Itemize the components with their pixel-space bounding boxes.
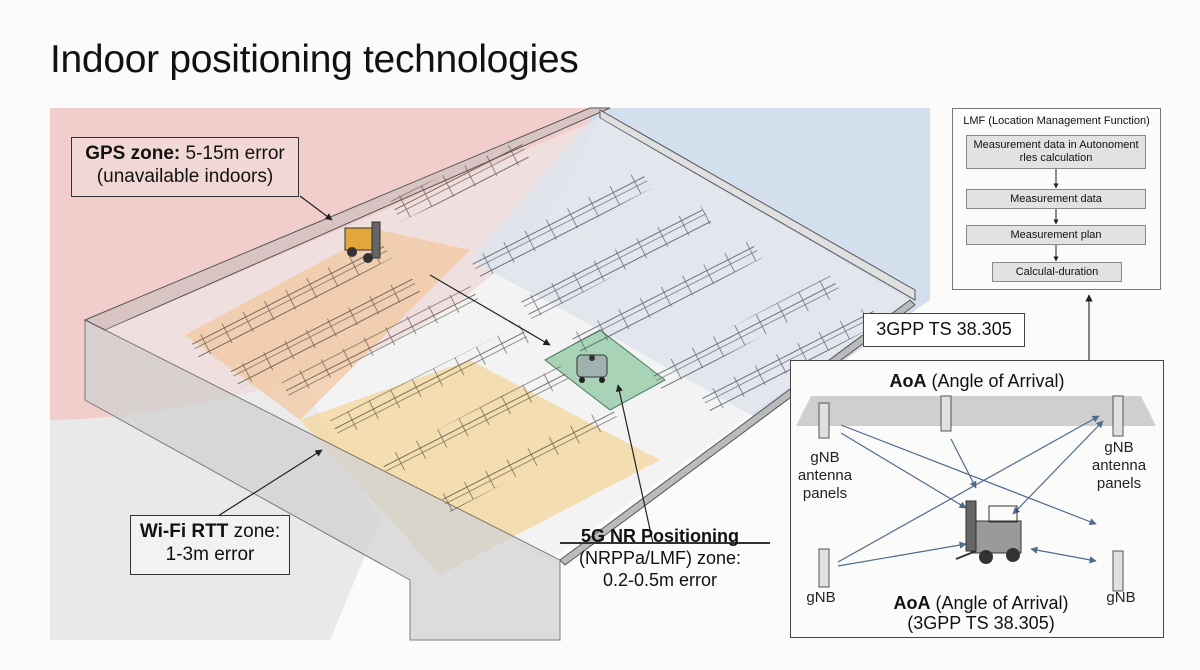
lmf-step-1: Measurement data in Autonoment rles calc… <box>966 135 1146 169</box>
front-wall <box>84 319 561 641</box>
ceiling-plane <box>796 396 1156 426</box>
lmf-flow-box: LMF (Location Management Function) Measu… <box>952 108 1161 290</box>
nr-callout-arrow <box>615 384 654 544</box>
nr-callout-rule <box>560 542 770 544</box>
aoa-ray <box>950 438 977 489</box>
robot-icon <box>576 354 608 383</box>
forklift-icon <box>344 221 381 263</box>
spec-tag: 3GPP TS 38.305 <box>863 313 1025 347</box>
lmf-step-2: Measurement data <box>966 189 1146 209</box>
gnb-panel-top-right <box>1112 395 1124 437</box>
aoa-title: AoA (Angle of Arrival) <box>889 371 1065 391</box>
wifi-zone-callout: Wi-Fi RTT zone: 1-3m error <box>130 515 290 575</box>
gps-to-nr-arrow <box>429 274 551 346</box>
shelving-rows-wifi <box>280 285 620 512</box>
aoa-ray <box>1030 546 1097 564</box>
gps-zone-callout: GPS zone: 5-15m error (unavailable indoo… <box>71 137 299 197</box>
gps-zone-label: GPS zone: <box>85 143 181 164</box>
forklift-icon <box>955 500 1022 564</box>
gnb-label-top-right: gNB antenna panels <box>1091 439 1147 492</box>
gnb-label-bottom-left: gNB <box>806 589 836 606</box>
aoa-ray <box>837 541 967 567</box>
aoa-caption: AoA (Angle of Arrival) (3GPP TS 38.305) <box>893 593 1069 633</box>
wifi-callout-arrow <box>217 449 323 517</box>
aoa-diagram <box>796 395 1156 592</box>
lmf-title: LMF (Location Management Function) <box>963 115 1150 127</box>
shelving-rows-blue <box>470 170 880 414</box>
wifi-zone-label: Wi-Fi RTT <box>139 521 229 542</box>
gps-callout-arrow <box>299 195 333 221</box>
gps-zone-note: (unavailable indoors) <box>96 166 274 187</box>
wifi-zone-suffix: zone: <box>228 521 281 542</box>
nr-zone-callout: 5G NR Positioning (NRPPa/LMF) zone: 0.2-… <box>560 525 760 591</box>
gnb-panel-bottom-left <box>818 548 830 588</box>
aoa-caption-spec: (3GPP TS 38.305) <box>907 613 1055 633</box>
gnb-panel-bottom-right <box>1112 550 1124 592</box>
aoa-panel: AoA (Angle of Arrival) gNB <box>790 360 1164 638</box>
wifi-zone-area <box>300 360 660 575</box>
gnb-panel-top-left <box>818 402 830 439</box>
page-title: Indoor positioning technologies <box>50 38 579 81</box>
wifi-zone-error: 1-3m error <box>165 544 255 565</box>
lmf-step-4: Calculal-duration <box>992 262 1122 282</box>
gnb-panel-top-center <box>940 395 952 432</box>
nr-zone-label: 5G NR Positioning <box>580 526 739 546</box>
shelving-rows-gps <box>190 140 530 388</box>
aoa-ray <box>1012 420 1104 515</box>
gnb-label-top-left: gNB antenna panels <box>797 449 853 502</box>
nr-zone-protocol: (NRPPa/LMF) zone: <box>578 548 742 568</box>
gps-zone-error: 5-15m error <box>180 143 285 164</box>
lmf-step-3: Measurement plan <box>966 225 1146 245</box>
nr-zone-error: 0.2-0.5m error <box>602 570 718 590</box>
gnb-label-bottom-right: gNB <box>1106 589 1136 606</box>
lmf-flow-arrows <box>1053 169 1059 262</box>
aoa-ray <box>840 432 967 509</box>
